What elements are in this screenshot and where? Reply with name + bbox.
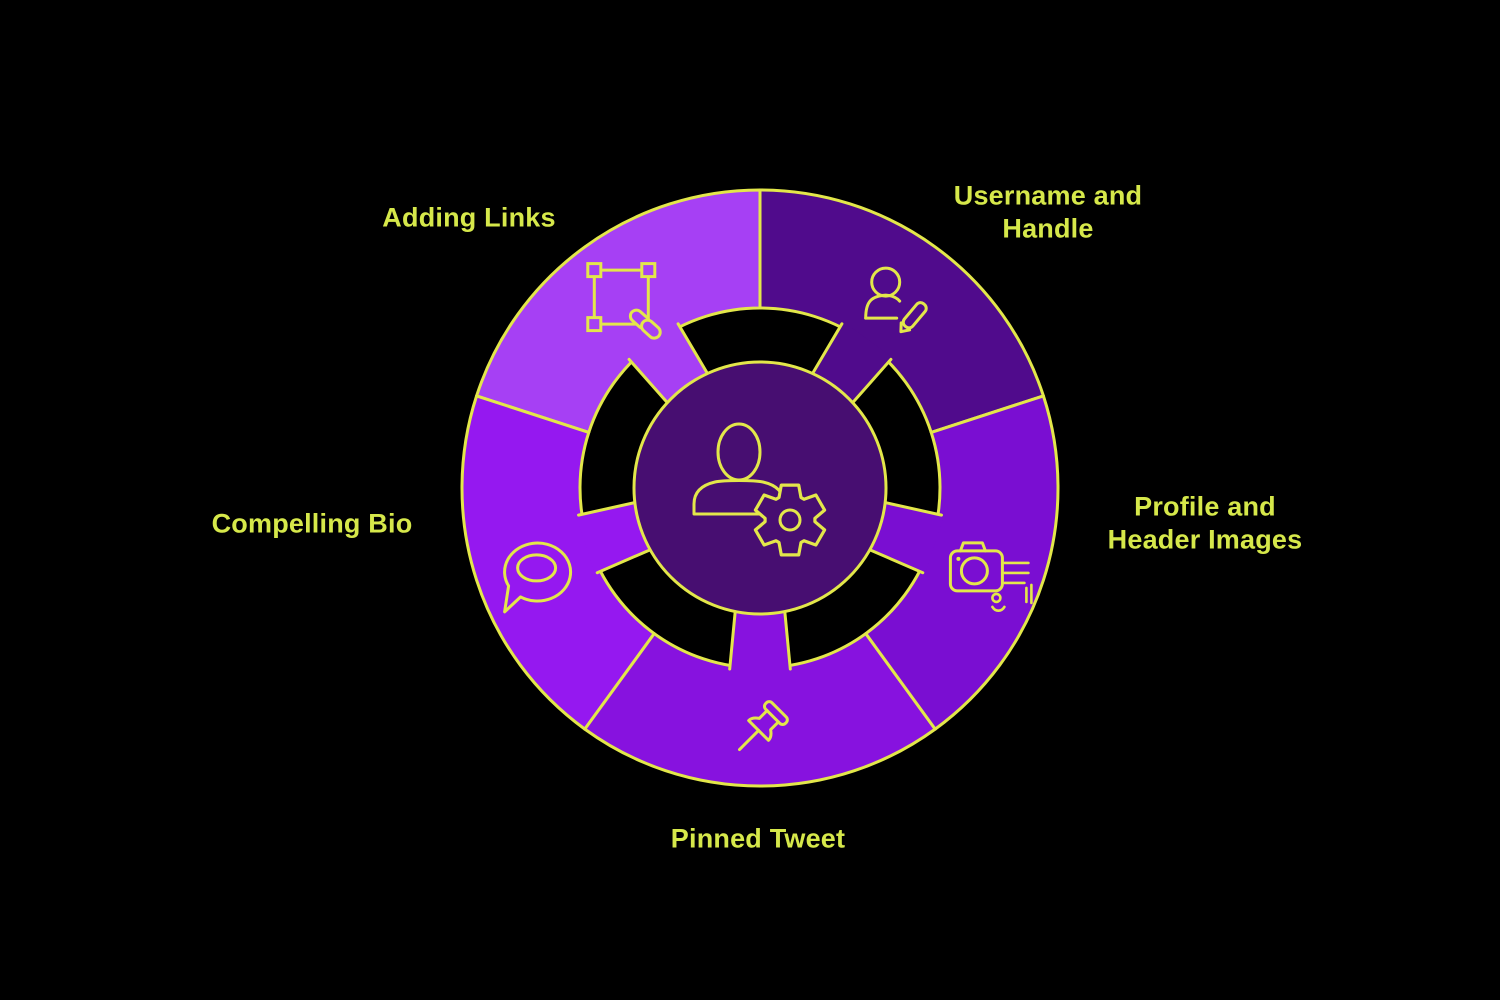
label-profile-header: Profile and Header Images xyxy=(1107,491,1303,555)
camera-icon xyxy=(948,541,1033,612)
spoke-pinned-tweet xyxy=(729,607,791,672)
label-pinned-tweet: Pinned Tweet xyxy=(670,823,846,854)
segment-adding-links xyxy=(475,188,762,434)
spoke-edge xyxy=(809,322,844,378)
spoke-edge xyxy=(595,547,655,575)
label-adding-links: Adding Links xyxy=(382,202,556,233)
segment-pinned-tweet xyxy=(583,632,937,788)
label-username-handle: Username and Handle xyxy=(953,180,1143,244)
label-compelling-bio: Compelling Bio xyxy=(211,508,413,539)
spoke-edge xyxy=(728,607,737,671)
user-edit-icon xyxy=(864,266,928,334)
segment-compelling-bio xyxy=(460,394,656,731)
user-gear-icon xyxy=(692,422,827,557)
spoke-edge xyxy=(849,357,893,407)
spoke-edge xyxy=(577,500,640,517)
hub-circle xyxy=(632,360,888,616)
spoke-edge xyxy=(627,357,671,407)
pushpin-icon xyxy=(737,700,789,752)
selection-link-icon xyxy=(586,262,662,340)
spoke-edge xyxy=(783,607,792,671)
spoke-edge xyxy=(880,500,943,517)
spoke-edge xyxy=(865,547,925,575)
segment-username-handle xyxy=(758,188,1045,434)
segment-profile-header xyxy=(864,394,1060,731)
spoke-edge xyxy=(676,322,711,378)
speech-bubble-icon xyxy=(503,541,573,614)
